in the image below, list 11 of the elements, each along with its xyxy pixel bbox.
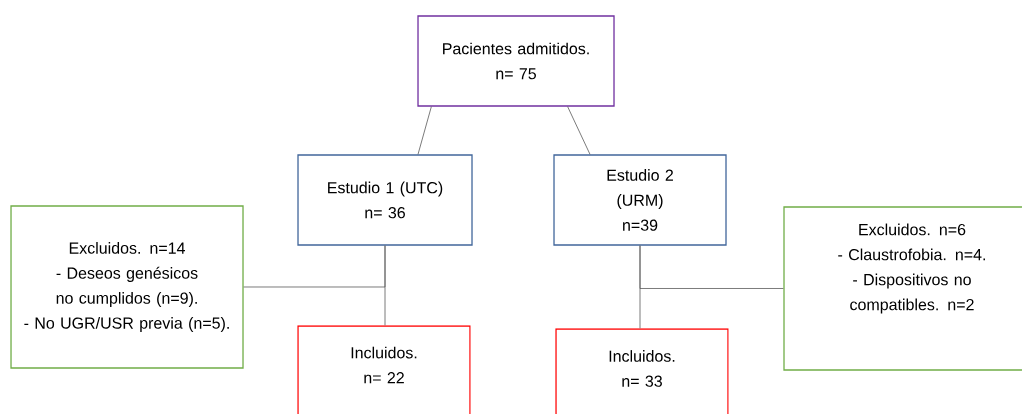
process-box: Estudio 1 (UTC) n= 36 [297,154,473,246]
exclusion-box: Excluidos. n=14 - Deseos genésicos no cumplidos (n=9). - No UGR/USR previa (n=5). [10,205,244,369]
exclusion-box: Excluidos. n=6 - Claustrofobia. n=4. - Dispositivos no compatibles. n=2 [783,206,1022,371]
result-box: Incluidos. n= 33 [555,328,729,414]
connector-line [567,106,591,155]
result-box: Incluidos. n= 22 [297,325,471,414]
connector-line [639,245,784,289]
connector-line [384,245,386,326]
process-box: Pacientes admitidos. n= 75 [417,15,615,107]
connector-line [417,106,432,155]
process-box: Estudio 2 (URM) n=39 [553,154,727,246]
